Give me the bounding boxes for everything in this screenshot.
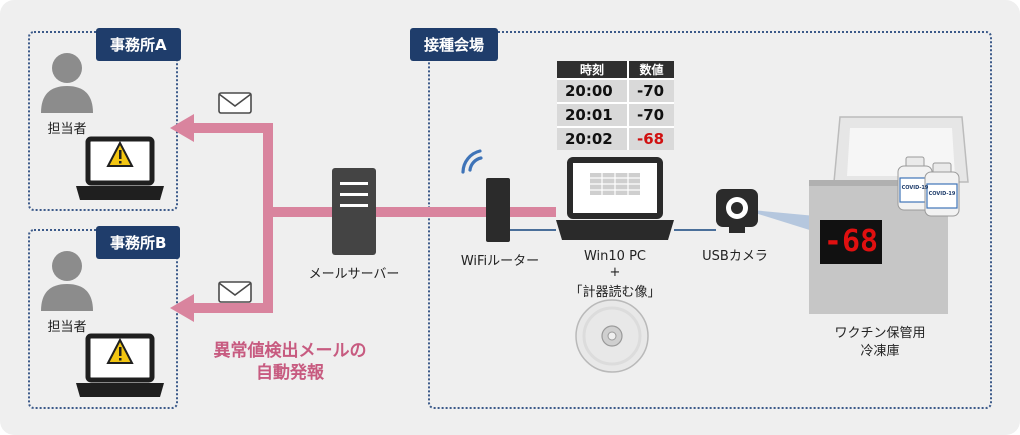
router-label: WiFiルーター	[460, 254, 540, 269]
vial-label: COVID-19	[902, 185, 929, 191]
mail-icon	[218, 92, 252, 114]
table-header-time: 時刻	[557, 61, 627, 78]
table-row: 20:02 -68	[557, 126, 674, 150]
office-a-tag: 事務所A	[96, 28, 181, 61]
person-icon	[41, 251, 93, 311]
notice-line2: 自動発報	[256, 363, 324, 383]
laptop-icon	[556, 157, 674, 240]
table-cell-time: 20:02	[557, 126, 627, 150]
mail-server-label: メールサーバー	[308, 267, 400, 282]
person-label: 担当者	[47, 320, 87, 335]
person-label: 担当者	[47, 122, 87, 137]
temperature-display: -68	[820, 220, 882, 264]
camera-label: USBカメラ	[702, 249, 768, 264]
office-b-tag: 事務所B	[96, 226, 181, 259]
venue-tag: 接種会場	[410, 28, 499, 61]
venue-group	[428, 31, 992, 409]
notification-arrows	[170, 114, 556, 322]
notice-line1: 異常値検出メールの	[213, 341, 367, 361]
vaccine-vial-icon	[924, 162, 960, 217]
laptop-warning-icon	[76, 333, 164, 397]
table-row: 20:00 -70	[557, 78, 674, 102]
disc-icon	[575, 299, 649, 373]
freezer-label-line1: ワクチン保管用	[834, 326, 926, 341]
laptop-warning-icon	[76, 136, 164, 200]
table-cell-time: 20:00	[557, 78, 627, 102]
pc-label-line3: 「計器読む像」	[569, 285, 661, 300]
pc-label-line1: Win10 PC	[583, 249, 646, 264]
table-row: 20:01 -70	[557, 102, 674, 126]
server-icon	[332, 168, 376, 255]
pc-label-line2: +	[609, 265, 621, 280]
table-cell-value: -70	[627, 102, 674, 126]
reading-table: 時刻 数値 20:00 -70 20:01 -70 20:02 -68	[557, 61, 674, 150]
table-cell-value: -68	[627, 126, 674, 150]
freezer-label-line2: 冷凍庫	[860, 344, 900, 359]
vial-label: COVID-19	[929, 191, 956, 197]
table-cell-value: -70	[627, 78, 674, 102]
person-icon	[41, 53, 93, 113]
wifi-icon	[461, 149, 483, 174]
camera-icon	[716, 189, 758, 233]
table-header-value: 数値	[627, 61, 674, 78]
table-cell-time: 20:01	[557, 102, 627, 126]
mail-icon	[218, 281, 252, 303]
router-icon	[486, 178, 510, 242]
